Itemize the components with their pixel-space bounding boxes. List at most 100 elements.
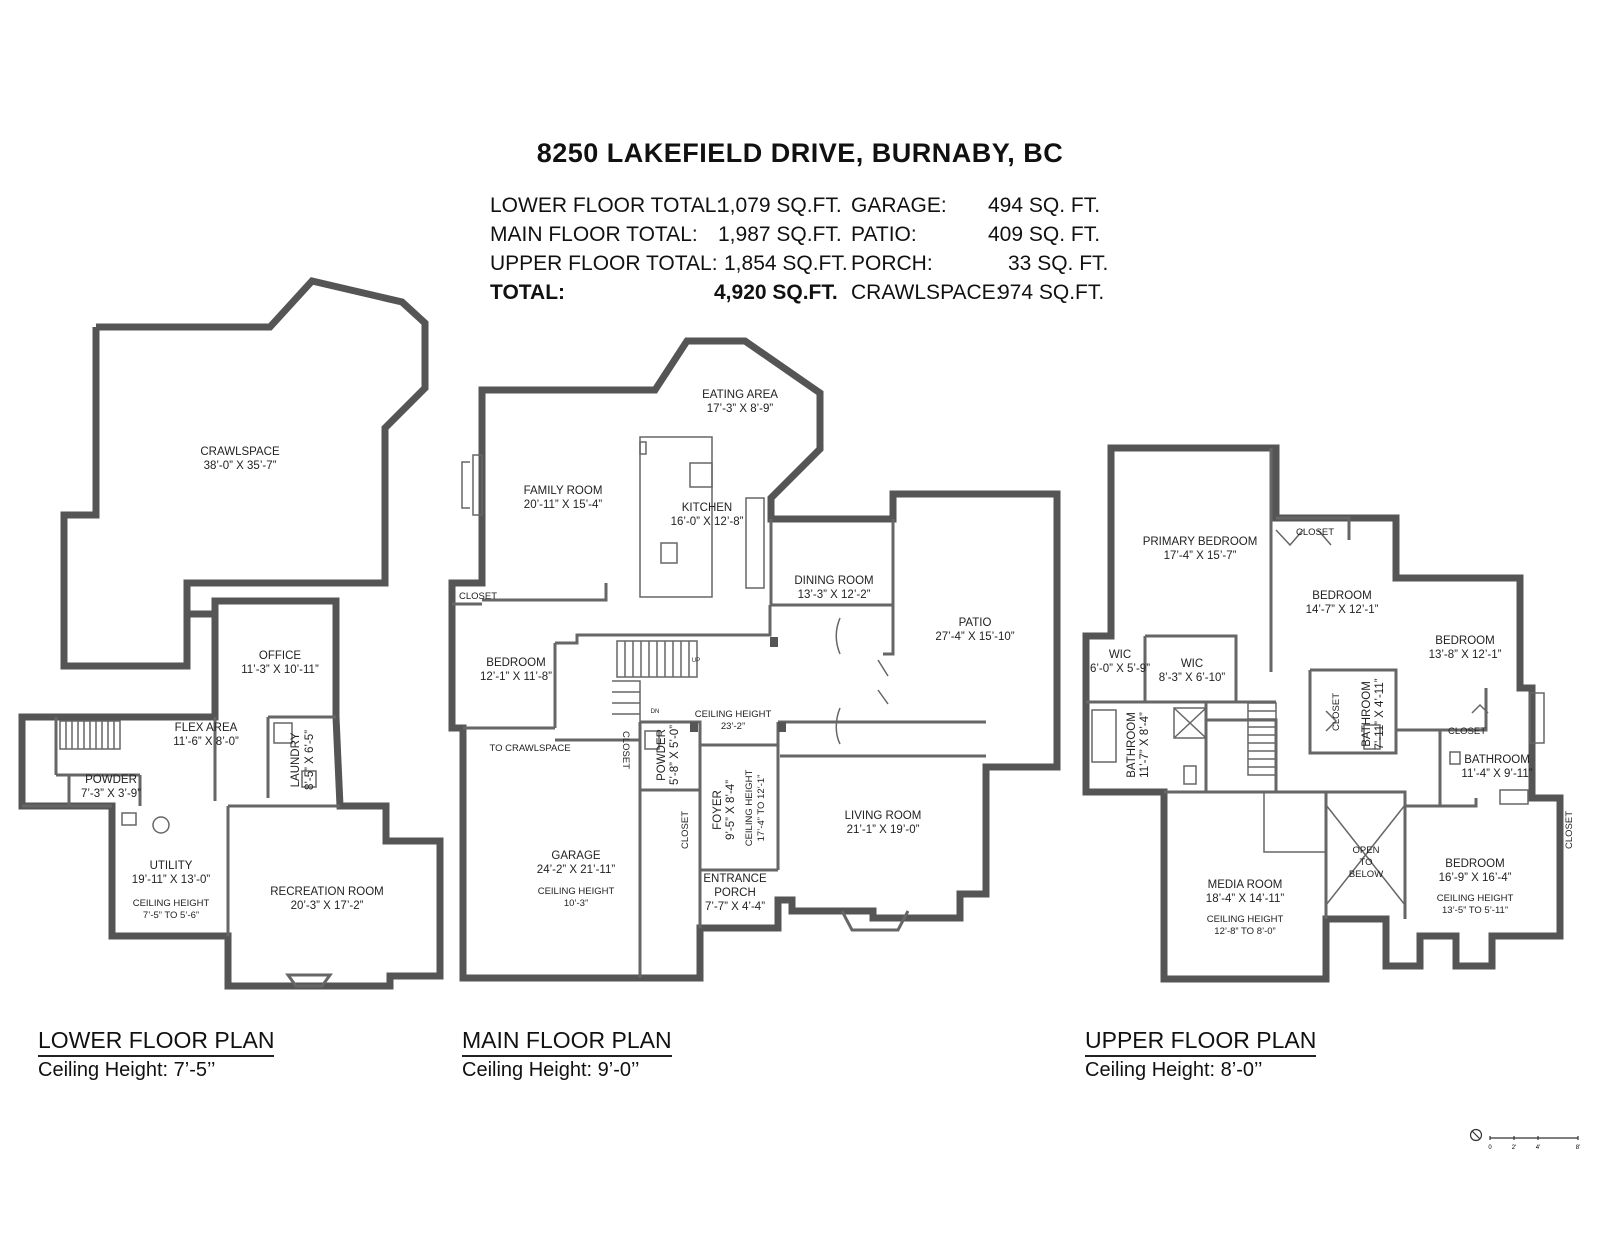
summary-label: UPPER FLOOR TOTAL:	[490, 252, 718, 275]
room-name: BEDROOM	[1435, 635, 1494, 647]
room-note: CEILING HEIGHT	[744, 770, 755, 847]
upper-interior-walls	[1086, 448, 1488, 919]
svg-text:CEILING HEIGHT: CEILING HEIGHT	[133, 898, 210, 909]
fireplace-symbol	[461, 454, 483, 516]
room-name: PATIO	[959, 617, 992, 629]
plan-name: LOWER FLOOR PLAN	[38, 1027, 275, 1057]
svg-text:OPEN: OPEN	[1353, 845, 1380, 856]
room-name: CLOSET	[1448, 726, 1486, 737]
summary-value2: 494 SQ. FT.	[988, 194, 1101, 217]
furnace-symbol	[152, 816, 170, 834]
summary-label: LOWER FLOOR TOTAL:	[490, 194, 723, 217]
room-dims: 17’-4” X 15’-7”	[1164, 550, 1237, 562]
room-note: CEILING HEIGHT	[133, 898, 210, 909]
svg-text:BATHROOM: BATHROOM	[1464, 754, 1530, 766]
room-name: FLEX AREA	[175, 722, 238, 734]
fridge-marker	[639, 441, 647, 455]
svg-text:CLOSET: CLOSET	[620, 731, 631, 769]
room-note: CEILING HEIGHT	[1437, 893, 1514, 904]
svg-text:DN: DN	[651, 709, 660, 715]
shower-x	[1173, 707, 1207, 739]
scale-label: 2'	[1512, 1145, 1516, 1151]
svg-text:10’-3”: 10’-3”	[564, 898, 588, 909]
svg-text:11’-3” X 10’-11”: 11’-3” X 10’-11”	[241, 664, 319, 676]
stair-up-mark: UP	[692, 658, 700, 664]
room-dims: 27’-4” X 15’-10”	[935, 631, 1014, 643]
svg-text:17’-4” X 15’-7”: 17’-4” X 15’-7”	[1164, 550, 1237, 562]
svg-text:13’-3” X 12’-2”: 13’-3” X 12’-2”	[798, 589, 871, 601]
room-name: GARAGE	[551, 850, 601, 862]
room-dims: 16’-9” X 16’-4”	[1439, 872, 1512, 884]
tub-small	[1363, 724, 1381, 750]
room-name: TO	[1359, 857, 1372, 868]
svg-text:8': 8'	[1576, 1145, 1580, 1151]
svg-text:7’-5” TO 5’-6”: 7’-5” TO 5’-6”	[143, 910, 199, 921]
room-note: CEILING HEIGHT	[695, 709, 772, 720]
svg-text:BATHROOM: BATHROOM	[1126, 712, 1138, 778]
room-name: ENTRANCE	[703, 873, 767, 885]
svg-text:5’-8” X 5’-0”: 5’-8” X 5’-0”	[669, 725, 681, 785]
svg-text:21’-1” X 19’-0”: 21’-1” X 19’-0”	[847, 824, 920, 836]
room-name: POWDER	[85, 774, 137, 786]
svg-text:2': 2'	[1512, 1145, 1516, 1151]
summary-value: 1,987 SQ.FT.	[718, 223, 842, 246]
main-door-swings	[835, 617, 889, 745]
svg-text:CLOSET: CLOSET	[1448, 726, 1486, 737]
summary-label: MAIN FLOOR TOTAL:	[490, 223, 698, 246]
svg-text:11’-6” X 8’-0”: 11’-6” X 8’-0”	[173, 736, 239, 748]
summary-label2: GARAGE:	[851, 194, 947, 217]
svg-text:KITCHEN: KITCHEN	[682, 502, 732, 514]
svg-text:CLOSET: CLOSET	[1331, 693, 1342, 731]
svg-text:12’-1” X 11’-8”: 12’-1” X 11’-8”	[480, 671, 552, 683]
room-dims: 18’-4” X 14’-11”	[1206, 893, 1285, 905]
svg-text:0: 0	[1488, 1145, 1492, 1151]
svg-text:FAMILY ROOM: FAMILY ROOM	[524, 485, 603, 497]
tub	[1091, 709, 1117, 763]
svg-text:8’-3” X 6’-10”: 8’-3” X 6’-10”	[1159, 672, 1226, 684]
svg-text:MEDIA ROOM: MEDIA ROOM	[1208, 879, 1283, 891]
room-dims: 7’-3” X 3’-9”	[81, 788, 141, 800]
svg-text:CLOSET: CLOSET	[459, 591, 497, 602]
svg-text:11’-7” X 8’-4”: 11’-7” X 8’-4”	[1139, 712, 1151, 778]
column	[690, 722, 698, 732]
room-note: 13’-5” TO 5’-11”	[1442, 905, 1508, 916]
svg-text:WIC: WIC	[1181, 658, 1203, 670]
room-dims: 21’-1” X 19’-0”	[847, 824, 920, 836]
summary-value: 4,920 SQ.FT.	[714, 281, 838, 304]
room-name: POWDER	[656, 729, 668, 781]
room-dims: 24’-2” X 21’-11”	[537, 864, 616, 876]
stair-down-mark: DN	[651, 709, 660, 715]
svg-text:13’-5” TO 5’-11”: 13’-5” TO 5’-11”	[1442, 905, 1508, 916]
room-dims: 14’-7” X 12’-1”	[1306, 604, 1379, 616]
summary-value2: 974 SQ.FT.	[998, 281, 1105, 304]
summary-label2: CRAWLSPACE:	[851, 281, 1002, 304]
room-dims: 7’-7” X 4’-4”	[705, 901, 765, 913]
room-dims: 17’-3” X 8’-9”	[707, 403, 774, 415]
summary-value2: 33 SQ. FT.	[1008, 252, 1109, 275]
room-name: OPEN	[1353, 845, 1380, 856]
room-name: EATING AREA	[702, 389, 778, 401]
plan-name: UPPER FLOOR PLAN	[1085, 1027, 1317, 1057]
svg-text:CEILING HEIGHT: CEILING HEIGHT	[744, 770, 755, 847]
room-dims: 13’-8” X 12’-1”	[1429, 649, 1502, 661]
svg-text:FLEX AREA: FLEX AREA	[175, 722, 238, 734]
svg-text:TO CRAWLSPACE: TO CRAWLSPACE	[489, 743, 570, 754]
room-dims: 16’-0” X 12’-8”	[671, 516, 744, 528]
svg-text:TO: TO	[1359, 857, 1372, 868]
svg-text:PORCH: PORCH	[714, 887, 756, 899]
room-note: 12’-8” TO 8’-0”	[1214, 926, 1275, 937]
svg-text:6’-0” X 5’-9”: 6’-0” X 5’-9”	[1090, 663, 1150, 675]
shower	[1173, 707, 1207, 739]
svg-text:20’-3” X 17’-2”: 20’-3” X 17’-2”	[291, 900, 364, 912]
svg-text:FOYER: FOYER	[712, 790, 724, 830]
vanity	[1529, 692, 1545, 744]
svg-text:7’-3” X 3’-9”: 7’-3” X 3’-9”	[81, 788, 141, 800]
room-dims: 7’-11” X 4’-11”	[1374, 678, 1386, 749]
svg-text:EATING AREA: EATING AREA	[702, 389, 778, 401]
svg-text:OFFICE: OFFICE	[259, 650, 301, 662]
svg-text:CEILING HEIGHT: CEILING HEIGHT	[538, 886, 615, 897]
room-name: UTILITY	[150, 860, 193, 872]
lower-plan-title: LOWER FLOOR PLAN Ceiling Height: 7’-5’’	[38, 1027, 275, 1082]
summary-row: MAIN FLOOR TOTAL: 1,987 SQ.FT. PATIO: 40…	[0, 223, 1600, 253]
column	[778, 722, 786, 732]
